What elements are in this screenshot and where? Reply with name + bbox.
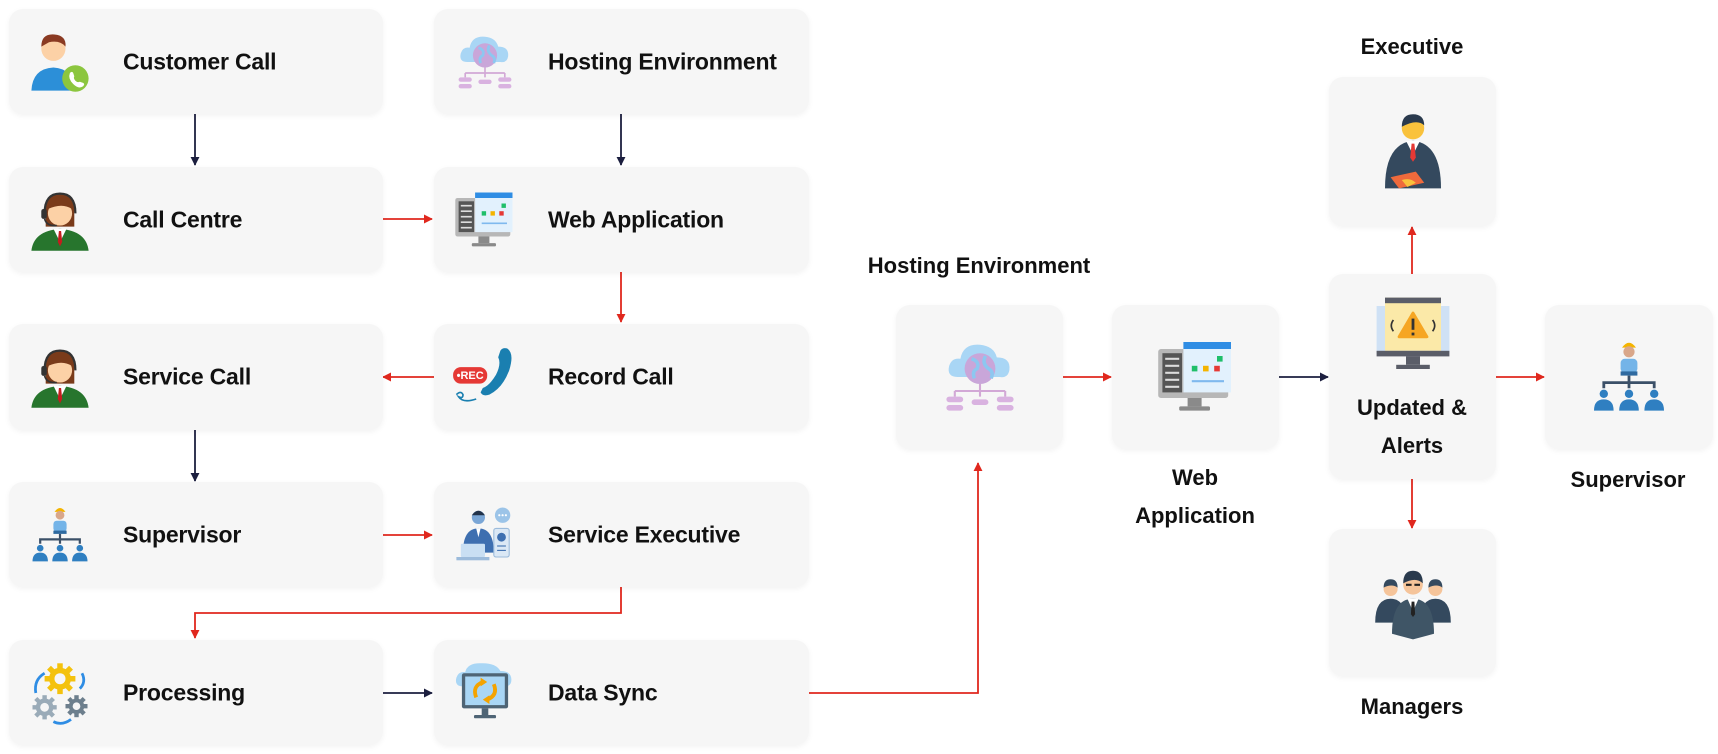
node-record-call: •REC Record Call xyxy=(434,324,809,430)
executive-caption: Executive xyxy=(1360,34,1464,59)
caption-line: Alerts xyxy=(1380,433,1444,458)
cloud-hosting-icon xyxy=(452,29,518,95)
node-supervisor-right xyxy=(1545,305,1713,449)
updates-alerts-caption: Updated & Alerts xyxy=(1357,389,1467,465)
node-label: Customer Call xyxy=(123,48,277,74)
supervisor-hierarchy-icon xyxy=(1587,335,1671,419)
supervisor-caption: Supervisor xyxy=(1570,467,1686,492)
cloud-hosting-icon xyxy=(938,335,1022,419)
node-call-centre: Call Centre xyxy=(9,167,383,272)
caption-line: Updated & xyxy=(1357,395,1467,420)
node-label: Processing xyxy=(123,679,245,705)
alert-monitor-icon xyxy=(1371,292,1455,376)
hosting-environment-caption: Hosting Environment xyxy=(867,253,1091,278)
node-service-call: Service Call xyxy=(9,324,383,430)
node-supervisor: Supervisor xyxy=(9,482,383,587)
web-app-monitor-icon xyxy=(1154,335,1238,419)
node-label: Web Application xyxy=(548,206,724,232)
managers-caption: Managers xyxy=(1360,694,1464,719)
node-hosting-environment-right xyxy=(896,305,1063,449)
node-label: Hosting Environment xyxy=(548,48,777,74)
node-updates-alerts: Updated & Alerts xyxy=(1329,274,1496,479)
node-web-application-right xyxy=(1112,305,1279,449)
executive-icon xyxy=(1371,110,1455,194)
managers-icon xyxy=(1371,561,1455,645)
node-data-sync: Data Sync xyxy=(434,640,809,745)
node-processing: Processing xyxy=(9,640,383,745)
caption-line: Web xyxy=(1171,465,1219,490)
node-label: Record Call xyxy=(548,363,674,390)
arrow-service-executive-to-processing xyxy=(190,587,622,639)
web-application-caption: Web Application xyxy=(1135,459,1255,535)
node-service-executive: Service Executive xyxy=(434,482,809,587)
gears-icon xyxy=(27,660,93,726)
node-hosting-environment: Hosting Environment xyxy=(434,9,809,114)
node-managers xyxy=(1329,529,1496,676)
node-web-application: Web Application xyxy=(434,167,809,272)
call-agent-icon xyxy=(27,187,93,253)
service-executive-icon xyxy=(452,502,518,568)
node-label: Service Call xyxy=(123,363,252,390)
supervisor-hierarchy-icon xyxy=(27,502,93,568)
web-app-monitor-icon xyxy=(452,187,518,253)
customer-phone-icon xyxy=(27,29,93,95)
node-label: Service Executive xyxy=(548,521,741,547)
node-label: Call Centre xyxy=(123,206,243,232)
record-call-icon: •REC xyxy=(452,344,518,410)
rec-badge: •REC xyxy=(457,370,484,382)
arrow-data-sync-to-hosting xyxy=(809,462,983,694)
call-agent-icon xyxy=(27,344,93,410)
node-label: Data Sync xyxy=(548,679,658,705)
node-customer-call: Customer Call xyxy=(9,9,383,114)
node-label: Supervisor xyxy=(123,521,242,547)
data-sync-icon xyxy=(452,660,518,726)
caption-line: Application xyxy=(1135,503,1255,528)
node-executive xyxy=(1329,77,1496,226)
